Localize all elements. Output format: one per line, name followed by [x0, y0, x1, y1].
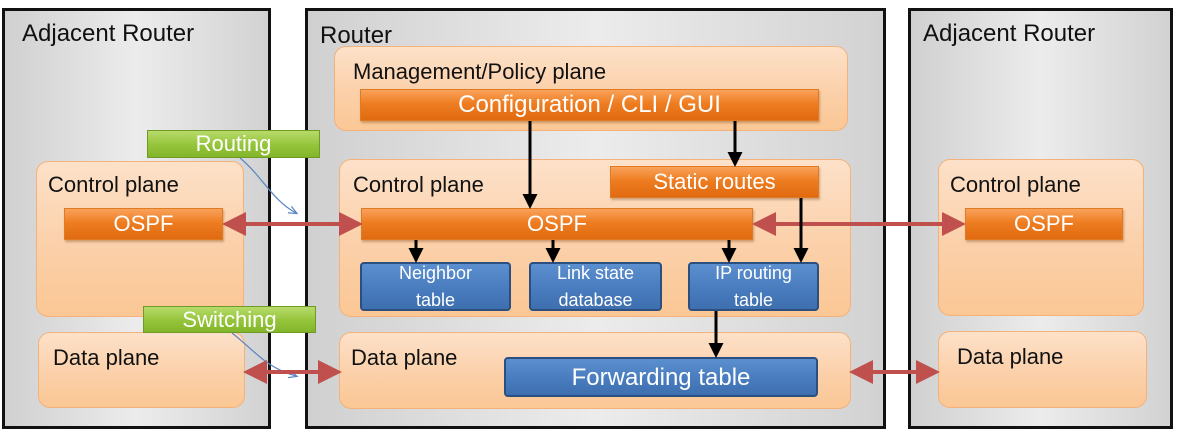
neighbor-table-line1: Neighbor [398, 262, 473, 283]
link-state-database-line1: Link state [556, 262, 635, 283]
static-routes-bar: Static routes [610, 166, 819, 198]
link-state-database-line2: database [558, 289, 633, 310]
right-data-plane-title: Data plane [957, 344, 1064, 369]
ip-routing-table-line2: table [733, 289, 774, 310]
routing-label: Routing [147, 130, 320, 158]
switching-callout-curve [231, 332, 296, 376]
router-control-plane-title: Control plane [353, 172, 484, 197]
ip-routing-table-line1: IP routing [715, 262, 792, 283]
right-control-plane-title: Control plane [950, 172, 1081, 197]
configuration-cli-gui-bar: Configuration / CLI / GUI [360, 89, 819, 121]
left-adjacent-router-title: Adjacent Router [22, 20, 195, 47]
left-control-plane-title: Control plane [48, 172, 179, 197]
right-data-plane: Data plane [938, 331, 1147, 408]
switching-label: Switching [143, 306, 316, 333]
neighbor-table-line2: table [415, 289, 456, 310]
left-data-plane-title: Data plane [53, 345, 160, 370]
router-ospf-bar: OSPF [361, 208, 753, 240]
right-ospf-bar: OSPF [965, 208, 1123, 240]
router-data-plane-title: Data plane [351, 345, 458, 370]
router-title: Router [320, 22, 393, 49]
right-adjacent-router-title: Adjacent Router [923, 20, 1096, 47]
left-data-plane: Data plane [38, 332, 245, 408]
left-ospf-bar: OSPF [64, 208, 223, 240]
forwarding-table-box: Forwarding table [504, 357, 818, 397]
link-state-database-box: Link state database [529, 262, 662, 311]
management-policy-plane-title: Management/Policy plane [353, 59, 607, 84]
ip-routing-table-box: IP routing table [688, 262, 819, 311]
routing-callout-curve [239, 157, 296, 213]
neighbor-table-box: Neighbor table [360, 262, 511, 311]
